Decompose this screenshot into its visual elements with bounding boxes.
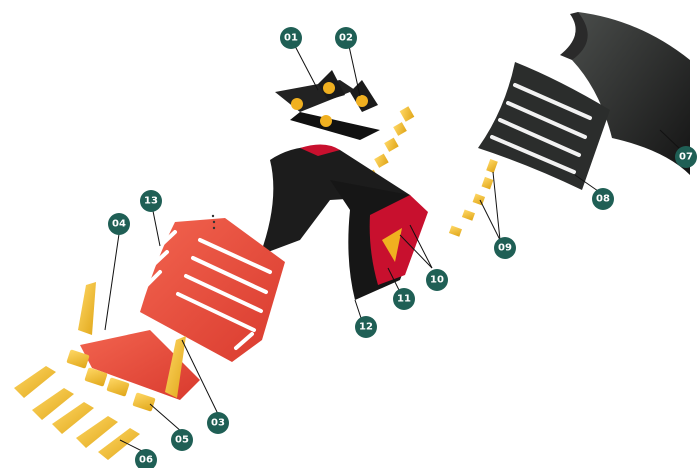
callout-02: 02: [335, 27, 357, 49]
callout-03: 03: [207, 412, 229, 434]
callout-13-label: 13: [144, 196, 158, 207]
callout-08: 08: [592, 188, 614, 210]
callout-11: 11: [393, 288, 415, 310]
callout-03-label: 03: [211, 418, 225, 429]
side-cutters-part: [449, 159, 498, 237]
callout-08-label: 08: [596, 194, 610, 205]
callout-02-label: 02: [339, 33, 353, 44]
callout-04: 04: [108, 213, 130, 235]
callout-12: 12: [355, 316, 377, 338]
callout-07-label: 07: [679, 152, 693, 163]
left-shroud-part: [78, 282, 96, 335]
bucket-frame-part: [260, 144, 428, 300]
callout-04-label: 04: [112, 219, 126, 230]
callout-05: 05: [171, 429, 193, 451]
callout-06-label: 06: [139, 455, 153, 466]
callout-01-label: 01: [284, 33, 298, 44]
callout-10: 10: [426, 269, 448, 291]
callout-01: 01: [280, 27, 302, 49]
callout-06: 06: [135, 449, 157, 468]
callout-10-label: 10: [430, 275, 444, 286]
callout-13: 13: [140, 190, 162, 212]
callout-09: 09: [494, 237, 516, 259]
teeth-part: [14, 366, 140, 460]
callout-12-label: 12: [359, 322, 373, 333]
callout-05-label: 05: [175, 435, 189, 446]
hitch-brackets-part: [275, 70, 380, 140]
callout-11-label: 11: [397, 294, 411, 305]
red-liner-part: [140, 218, 285, 362]
callout-07: 07: [675, 146, 697, 168]
callout-09-label: 09: [498, 243, 512, 254]
